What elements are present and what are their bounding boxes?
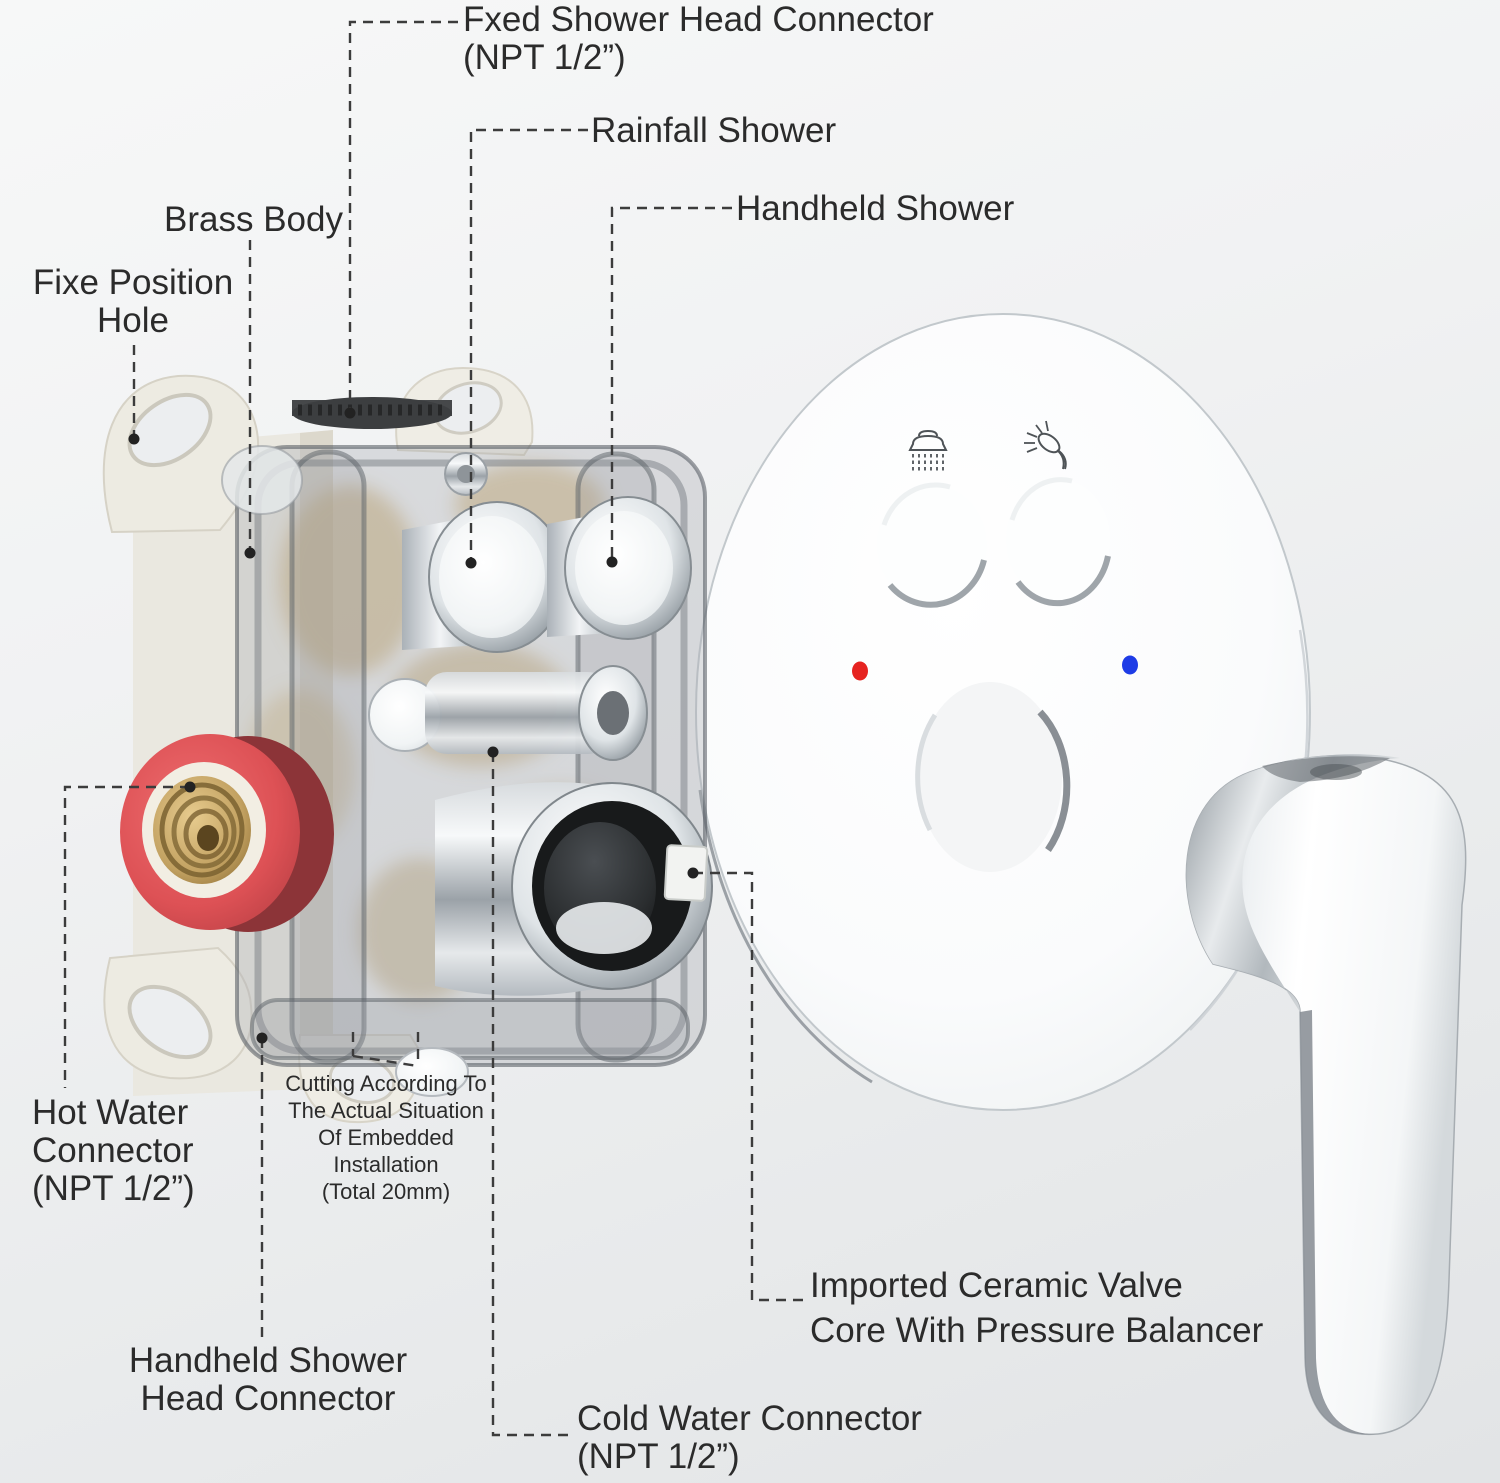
callout-line: Hot Water xyxy=(32,1093,189,1132)
callout-cold-water-connector: Cold Water Connector (NPT 1/2”) xyxy=(577,1400,922,1476)
handheld-shower-icon xyxy=(1024,420,1067,470)
callout-brass-body: Brass Body xyxy=(164,201,343,239)
middle-spindle xyxy=(368,665,648,761)
leader-ceramic-valve-core xyxy=(693,871,806,1302)
valve-stem-tab xyxy=(663,844,709,902)
bottom-plug xyxy=(395,1047,469,1097)
callout-line: Rainfall Shower xyxy=(591,111,837,150)
faceplate xyxy=(695,313,1311,1111)
callout-fixe-position-hole: Fixe Position Hole xyxy=(20,264,246,340)
callout-hot-water-connector: Hot Water Connector (NPT 1/2”) xyxy=(32,1094,195,1208)
handle-lever xyxy=(1185,754,1467,1436)
rain-shower-icon xyxy=(908,429,948,472)
callout-line: Fixe Position xyxy=(32,263,234,302)
callout-line: Handheld Shower xyxy=(128,1341,408,1380)
callout-line: Head Connector xyxy=(140,1379,396,1418)
callout-rainfall-shower: Rainfall Shower xyxy=(591,112,836,150)
leader-dots xyxy=(128,407,699,1044)
callout-line: The Actual Situation xyxy=(288,1098,484,1123)
callout-handheld-shower-head-connector: Handheld Shower Head Connector xyxy=(120,1342,416,1418)
callout-line: Brass Body xyxy=(164,200,343,239)
hot-indicator-dot xyxy=(852,661,868,681)
handheld-button-hole xyxy=(1006,477,1111,607)
top-outlet-port xyxy=(292,397,452,429)
leader-fixed-shower-head-connector xyxy=(348,20,458,413)
cold-indicator-dot xyxy=(1122,655,1138,675)
leader-lines xyxy=(63,20,806,1437)
handle-hole xyxy=(915,682,1071,872)
leader-rainfall-shower xyxy=(469,128,588,563)
set-screw xyxy=(444,452,488,496)
callout-line: Fxed Shower Head Connector xyxy=(463,0,934,39)
callout-cutting-note: Cutting According To The Actual Situatio… xyxy=(272,1070,500,1205)
callout-line: Cold Water Connector xyxy=(577,1399,922,1438)
hot-water-port xyxy=(120,734,334,932)
callout-line: (NPT 1/2”) xyxy=(32,1169,195,1208)
callout-line: (Total 20mm) xyxy=(321,1179,451,1204)
handheld-diverter-button xyxy=(547,496,692,640)
rain-diverter-button xyxy=(402,501,566,653)
rain-button-hole xyxy=(877,482,987,608)
faceplate-edge-shade xyxy=(698,789,873,1084)
mounting-ear-bottom-left xyxy=(103,946,253,1080)
leader-cold-water-connector xyxy=(491,752,568,1437)
callout-line: Installation xyxy=(333,1152,439,1177)
callout-fixed-shower-head-connector: Fxed Shower Head Connector (NPT 1/2”) xyxy=(463,1,934,77)
leader-hot-water-connector xyxy=(63,785,190,1088)
mounting-ear-top-left xyxy=(102,374,260,534)
callout-line: (NPT 1/2”) xyxy=(463,38,626,77)
leader-cutting-bracket xyxy=(351,1032,420,1068)
callout-line: Imported Ceramic Valve xyxy=(810,1266,1183,1305)
leader-handheld-shower xyxy=(610,206,732,562)
callout-line: (NPT 1/2”) xyxy=(577,1437,740,1476)
callout-line: Cutting According To xyxy=(285,1071,487,1096)
callout-line: Of Embedded xyxy=(318,1125,454,1150)
callout-line: Hole xyxy=(97,301,169,340)
callout-line: Connector xyxy=(32,1131,194,1170)
housing-bubble xyxy=(221,445,303,515)
callout-line: Handheld Shower xyxy=(736,189,1015,228)
callout-line: Core With Pressure Balancer xyxy=(810,1311,1264,1350)
callout-handheld-shower: Handheld Shower xyxy=(736,190,1014,228)
rough-in-valve xyxy=(102,366,713,1124)
callout-ceramic-valve-core: Imported Ceramic Valve Core With Pressur… xyxy=(810,1263,1263,1353)
valve-core xyxy=(435,782,713,996)
